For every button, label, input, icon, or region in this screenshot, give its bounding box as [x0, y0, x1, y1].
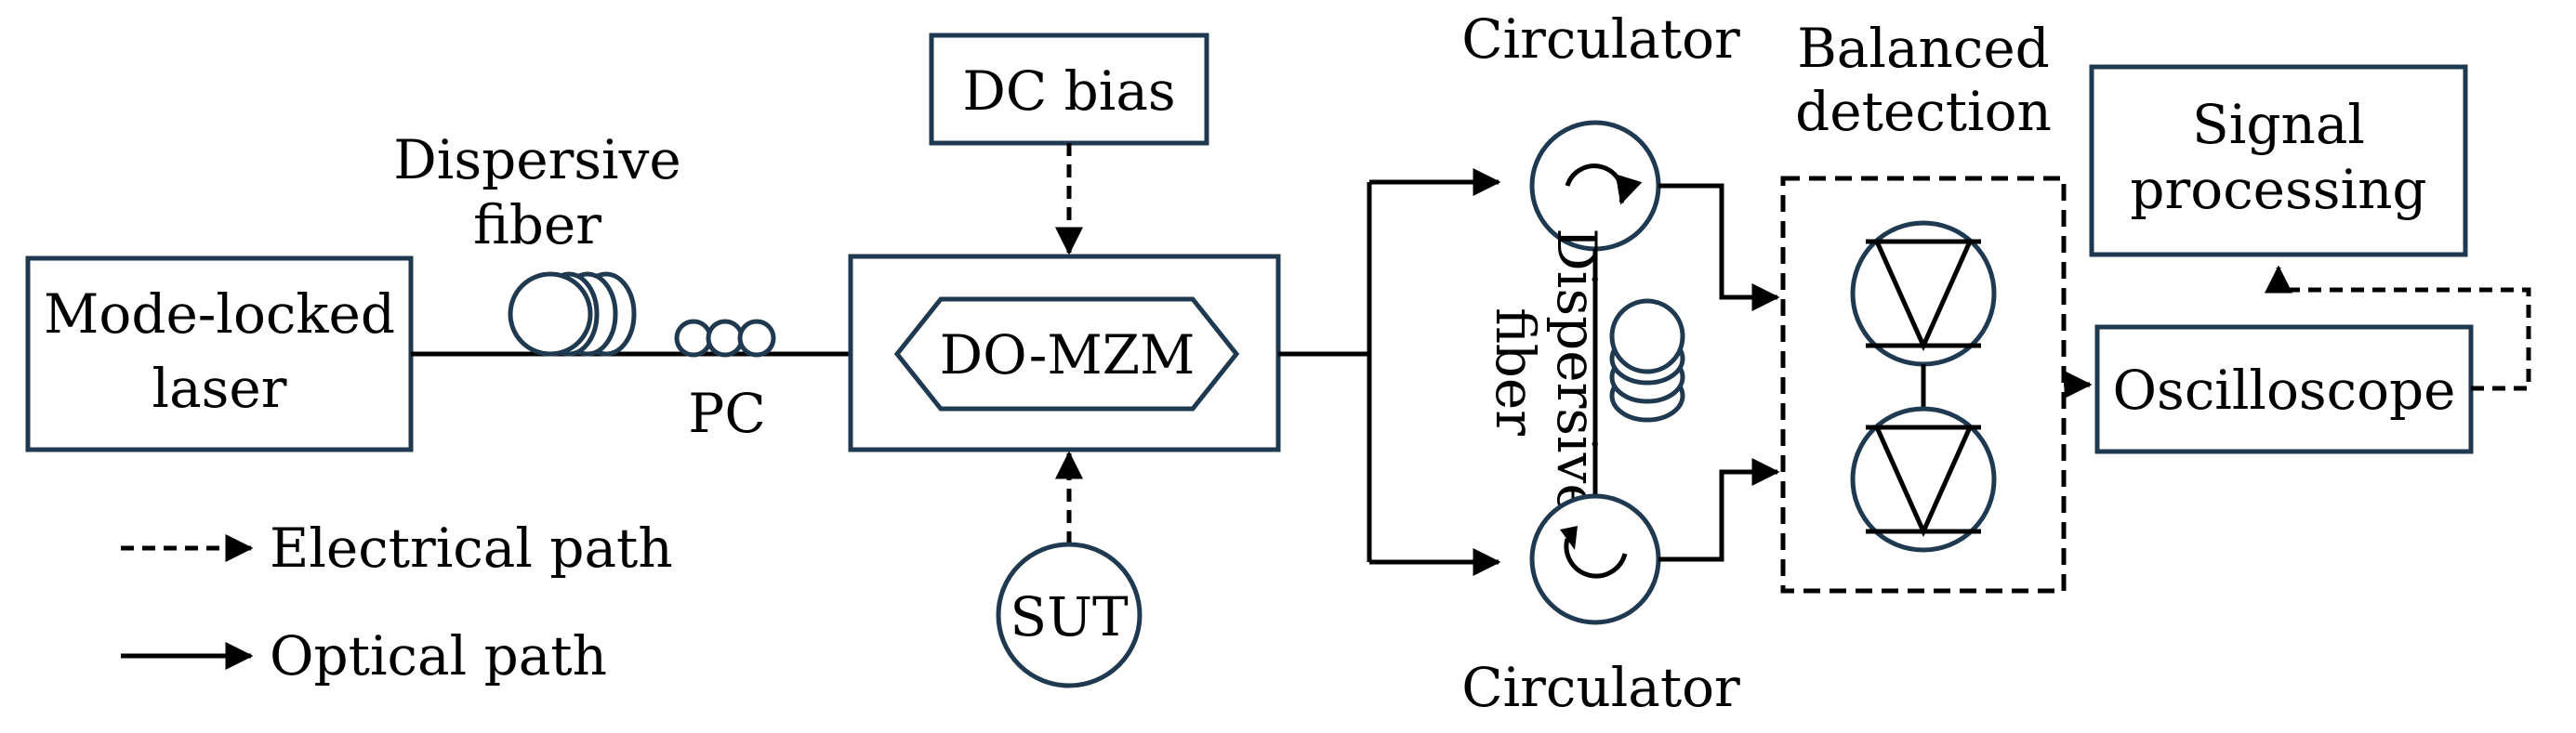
dc-bias-label: DC bias: [962, 59, 1175, 123]
dc-bias-box: DC bias: [929, 33, 1209, 146]
laser-label-line1: Mode-locked: [44, 282, 395, 346]
dispersive-fiber-1-label-line1: Dispersive: [393, 128, 680, 191]
dispersive-fiber-2-label: Dispersive fiber: [1484, 228, 1608, 515]
dispersive-fiber-1-label-line2: fiber: [473, 193, 601, 256]
legend-optical-label: Optical path: [270, 624, 607, 687]
circulator-bottom-label: Circulator: [1461, 656, 1740, 719]
circulator-bottom: [1529, 493, 1661, 625]
signal-processing-label-line2: processing: [2130, 158, 2426, 221]
do-mzm-modulator: DO-MZM: [848, 254, 1281, 452]
pc-label: PC: [688, 382, 765, 445]
dispersive-fiber-1: [508, 271, 637, 357]
optical-arrow-to-detector-top: [1658, 183, 1780, 311]
mode-locked-laser: Mode-locked laser: [25, 255, 414, 452]
signal-processing-label-line1: Signal: [2192, 93, 2365, 156]
dispersive-fiber-2-label-line2: fiber: [1484, 308, 1547, 436]
dispersive-fiber-2-label-line1: Dispersive: [1545, 228, 1608, 515]
oscilloscope-box: Oscilloscope: [2094, 324, 2474, 454]
oscilloscope-label: Oscilloscope: [2113, 359, 2456, 422]
optical-arrow-to-detector-bottom: [1658, 458, 1780, 562]
laser-label-line2: laser: [152, 357, 287, 420]
polarization-controller: [674, 319, 776, 358]
sut-source: SUT: [996, 542, 1143, 688]
do-mzm-label: DO-MZM: [940, 323, 1196, 386]
balanced-detection-label-line1: Balanced: [1797, 17, 2050, 80]
dispersive-fiber-2: [1609, 298, 1685, 423]
legend: Electrical path Optical path: [121, 517, 673, 687]
sut-label: SUT: [1010, 585, 1129, 648]
photodiode-top: [1850, 220, 1997, 367]
balanced-detection-label-line2: detection: [1795, 80, 2052, 143]
photodiode-bottom: [1850, 406, 1997, 553]
legend-electrical-label: Electrical path: [270, 517, 673, 580]
electrical-arrow-scope-processing: [2265, 265, 2531, 391]
balanced-detector: [1780, 176, 2067, 594]
signal-processing-box: Signal processing: [2089, 64, 2468, 257]
circulator-top-label: Circulator: [1461, 7, 1740, 71]
